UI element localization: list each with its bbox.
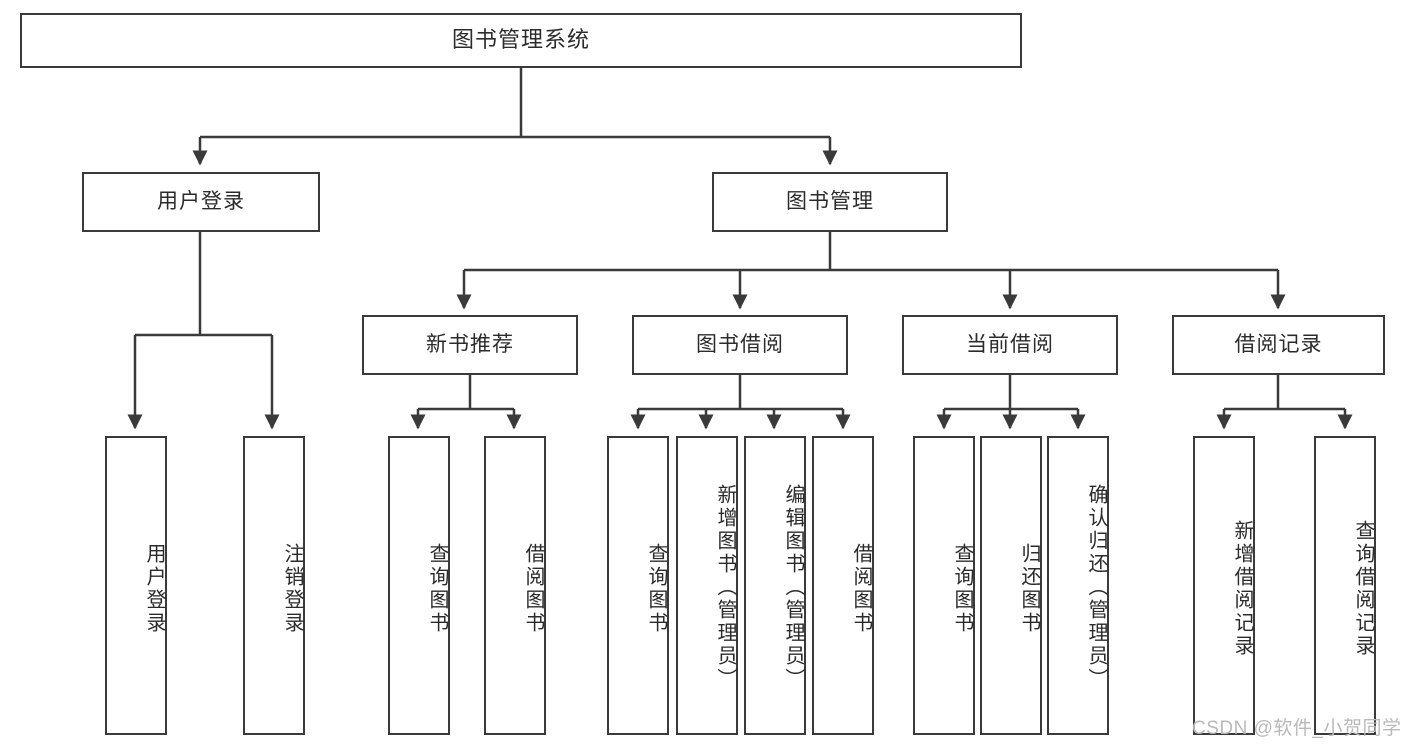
leaf-new-book-query-book[interactable]: 查询图书 xyxy=(388,436,450,735)
node-root-label: 图书管理系统 xyxy=(451,27,590,53)
leaf-label: 借阅图书 xyxy=(522,542,544,635)
leaf-user-login-logout[interactable]: 注销登录 xyxy=(243,436,305,735)
leaf-new-book-borrow-book[interactable]: 借阅图书 xyxy=(484,436,546,735)
leaf-book-borrow-edit-book-admin[interactable]: 编辑图书（管理员） xyxy=(744,436,806,735)
node-new-book-recommend-label: 新书推荐 xyxy=(426,333,514,357)
leaf-current-borrow-query-book[interactable]: 查询图书 xyxy=(913,436,975,735)
node-user-login[interactable]: 用户登录 xyxy=(82,172,320,232)
node-user-login-label: 用户登录 xyxy=(157,190,245,214)
node-new-book-recommend[interactable]: 新书推荐 xyxy=(362,315,578,375)
leaf-label: 新增借阅记录 xyxy=(1231,519,1253,658)
leaf-book-borrow-query-book[interactable]: 查询图书 xyxy=(607,436,669,735)
leaf-label: 查询借阅记录 xyxy=(1352,519,1374,658)
leaf-label: 新增图书（管理员） xyxy=(714,484,736,691)
node-book-manage-label: 图书管理 xyxy=(786,190,874,214)
leaf-user-login-login[interactable]: 用户登录 xyxy=(105,436,167,735)
node-borrow-record-label: 借阅记录 xyxy=(1234,333,1323,357)
leaf-label: 确认归还（管理员） xyxy=(1085,484,1107,691)
leaf-label: 注销登录 xyxy=(281,542,303,635)
leaf-book-borrow-borrow-book[interactable]: 借阅图书 xyxy=(812,436,874,735)
leaf-borrow-record-add-record[interactable]: 新增借阅记录 xyxy=(1193,436,1255,735)
leaf-label: 归还图书 xyxy=(1018,542,1040,635)
leaf-current-borrow-confirm-return-admin[interactable]: 确认归还（管理员） xyxy=(1047,436,1109,735)
node-book-borrow[interactable]: 图书借阅 xyxy=(632,315,848,375)
node-root[interactable]: 图书管理系统 xyxy=(20,13,1022,68)
node-current-borrow[interactable]: 当前借阅 xyxy=(902,315,1118,375)
node-borrow-record[interactable]: 借阅记录 xyxy=(1172,315,1385,375)
node-current-borrow-label: 当前借阅 xyxy=(966,333,1054,357)
leaf-label: 查询图书 xyxy=(951,542,973,635)
csdn-watermark: CSDN @软件_小贺同学 xyxy=(1192,718,1402,739)
node-book-manage[interactable]: 图书管理 xyxy=(712,172,948,232)
node-book-borrow-label: 图书借阅 xyxy=(696,333,784,357)
leaf-label: 用户登录 xyxy=(143,542,165,635)
leaf-book-borrow-add-book-admin[interactable]: 新增图书（管理员） xyxy=(676,436,738,735)
leaf-label: 编辑图书（管理员） xyxy=(782,484,804,691)
leaf-label: 查询图书 xyxy=(426,542,448,635)
leaf-label: 查询图书 xyxy=(645,542,667,635)
leaf-borrow-record-query-record[interactable]: 查询借阅记录 xyxy=(1314,436,1376,735)
leaf-label: 借阅图书 xyxy=(850,542,872,635)
leaf-current-borrow-return-book[interactable]: 归还图书 xyxy=(980,436,1042,735)
